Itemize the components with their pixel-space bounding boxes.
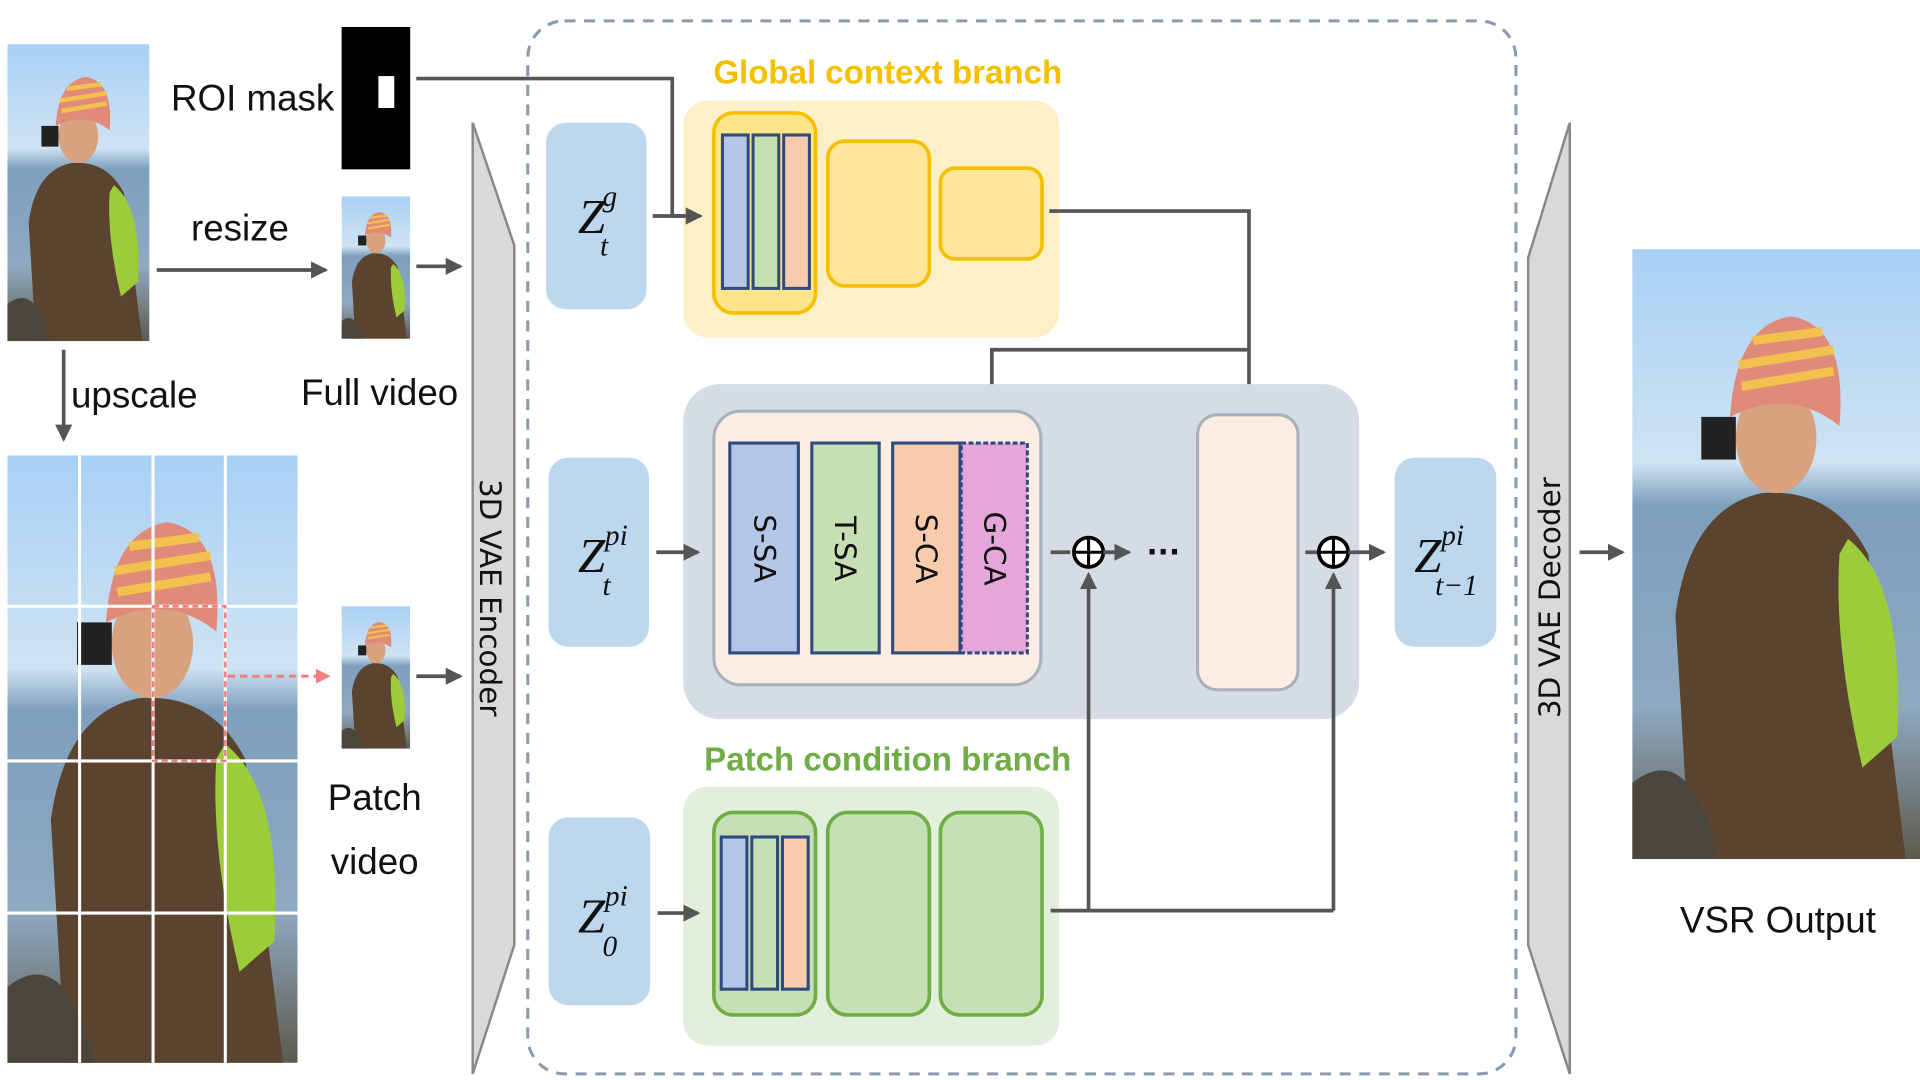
latent-patch-base: Z: [578, 528, 606, 583]
ellipsis: ···: [1147, 535, 1180, 569]
upscale-label: upscale: [71, 374, 198, 415]
latent-output-base: Z: [1414, 528, 1442, 583]
dit-block-n: [1196, 413, 1300, 692]
latent-patch-sub: t: [602, 570, 611, 602]
patch-video-label: Patch: [328, 777, 422, 818]
roi-mask-image: [341, 27, 411, 170]
s-ca-label: S-CA: [909, 514, 943, 584]
global-to-block-arrow: [1049, 209, 1258, 409]
roi-region: [378, 76, 395, 108]
patch-branch-title: Patch condition branch: [704, 742, 1071, 779]
roi-mask-label: ROI mask: [171, 77, 335, 118]
latent-global-sup: g: [602, 181, 617, 213]
selected-patch-box: [151, 605, 227, 763]
vsr-output-label: VSR Output: [1680, 900, 1876, 941]
g-ca-layer: [959, 441, 1029, 655]
global-s-sa-bar: [720, 133, 750, 290]
vae-encoder-label: 3D VAE Encoder: [473, 479, 507, 717]
diffusion-model-container: [526, 19, 1518, 1076]
global-branch-title: Global context branch: [713, 54, 1062, 91]
vae-encoder-block: [471, 122, 516, 1075]
vae-decoder-label: 3D VAE Decoder: [1533, 476, 1567, 718]
latent-condition-box: [548, 817, 651, 1006]
patch-s-ca-bar: [780, 835, 810, 991]
global-s-ca-bar: [782, 133, 811, 290]
g-ca-label: G-CA: [977, 512, 1011, 586]
latent-output: Z pi t−1: [1394, 457, 1497, 647]
latent-global: Z g t: [546, 122, 647, 310]
input-frame-image: [7, 44, 149, 341]
latent-condition-sub: 0: [602, 931, 617, 963]
latent-global-box: [546, 122, 647, 310]
vsr-output-image: [1632, 249, 1920, 859]
patch-block-3: [938, 810, 1044, 1017]
latent-patch: Z pi t: [548, 457, 649, 647]
s-sa-layer: [728, 441, 800, 655]
latent-condition-base: Z: [578, 889, 606, 944]
upscaled-frame-grid: [7, 455, 298, 1063]
latent-patch-box: [548, 457, 649, 647]
add-icon-2: [1316, 535, 1351, 569]
t-sa-layer: [810, 441, 881, 655]
latent-global-base: Z: [578, 189, 606, 244]
resize-label: resize: [191, 208, 289, 249]
latent-global-sub: t: [600, 230, 609, 262]
s-sa-label: S-SA: [747, 514, 781, 583]
patch-video-label-2: video: [331, 841, 419, 882]
global-block-3: [938, 166, 1044, 261]
patch-video-thumbnail: [341, 606, 411, 749]
add-icon: [1072, 535, 1106, 569]
latent-condition-sup: pi: [603, 881, 628, 913]
s-ca-layer: [891, 441, 962, 655]
patch-s-sa-bar: [719, 835, 749, 991]
full-video-label: Full video: [301, 372, 458, 413]
t-sa-label: T-SA: [828, 515, 862, 581]
patch-block-2: [825, 810, 932, 1017]
full-video-thumbnail: [341, 196, 411, 339]
latent-output-box: [1394, 457, 1497, 647]
global-block-2: [825, 139, 932, 288]
latent-patch-sup: pi: [603, 520, 628, 552]
global-t-sa-bar: [751, 133, 781, 290]
patch-t-sa-bar: [750, 835, 780, 991]
latent-output-sub: t−1: [1435, 570, 1478, 602]
vae-decoder-block: [1526, 122, 1572, 1075]
latent-output-sup: pi: [1439, 520, 1464, 552]
latent-condition: Z pi 0: [548, 817, 651, 1006]
